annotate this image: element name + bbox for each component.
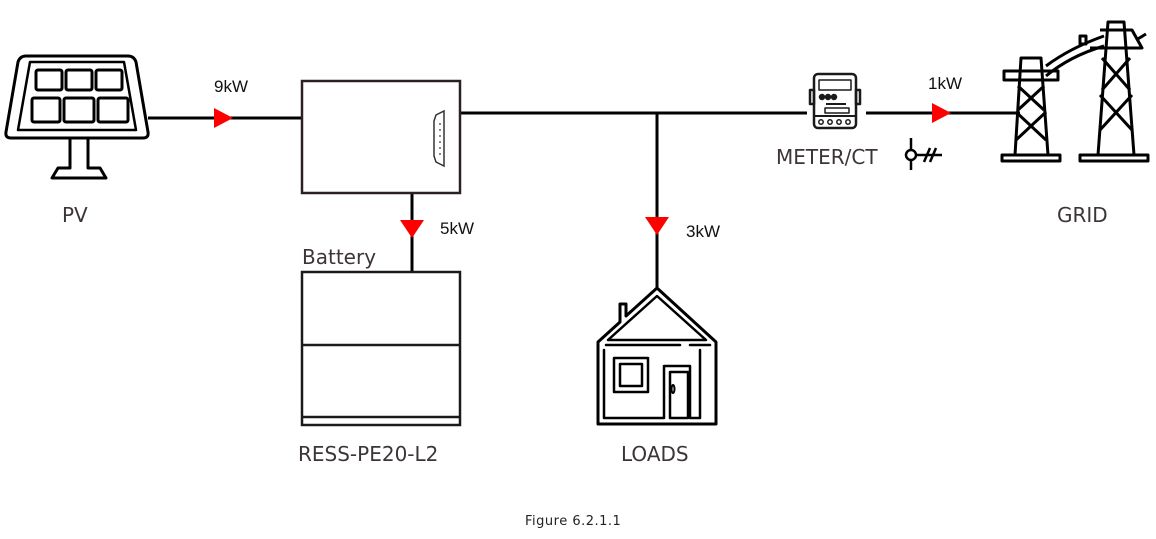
flow-value-battery: 5kW — [440, 219, 474, 238]
inverter-port-icon — [433, 109, 445, 168]
battery-caption: Battery — [302, 245, 376, 269]
battery-icon — [300, 270, 462, 427]
pv-label: PV — [62, 203, 88, 227]
grid-label: GRID — [1057, 203, 1108, 227]
arrow-loads-flow — [645, 217, 669, 235]
port-pins — [439, 123, 441, 155]
flow-value-pv: 9kW — [214, 77, 248, 96]
meter-icon — [808, 72, 862, 130]
arrow-pv-flow — [214, 108, 233, 128]
battery-model-label: RESS-PE20-L2 — [298, 442, 438, 466]
flow-value-grid: 1kW — [928, 74, 962, 93]
loads-label: LOADS — [621, 442, 689, 466]
solar-panel-icon — [4, 54, 150, 180]
house-icon — [596, 286, 718, 426]
arrow-battery-flow — [400, 220, 424, 238]
transmission-tower-icon — [1000, 20, 1150, 163]
flow-arrows — [214, 103, 951, 238]
flow-value-loads: 3kW — [686, 222, 720, 241]
arrow-grid-flow — [932, 103, 951, 123]
meter-label: METER/CT — [776, 145, 878, 169]
figure-caption: Figure 6.2.1.1 — [525, 514, 621, 529]
current-transformer-icon — [904, 138, 942, 170]
inverter — [300, 79, 462, 195]
connection-lines — [148, 111, 1020, 288]
